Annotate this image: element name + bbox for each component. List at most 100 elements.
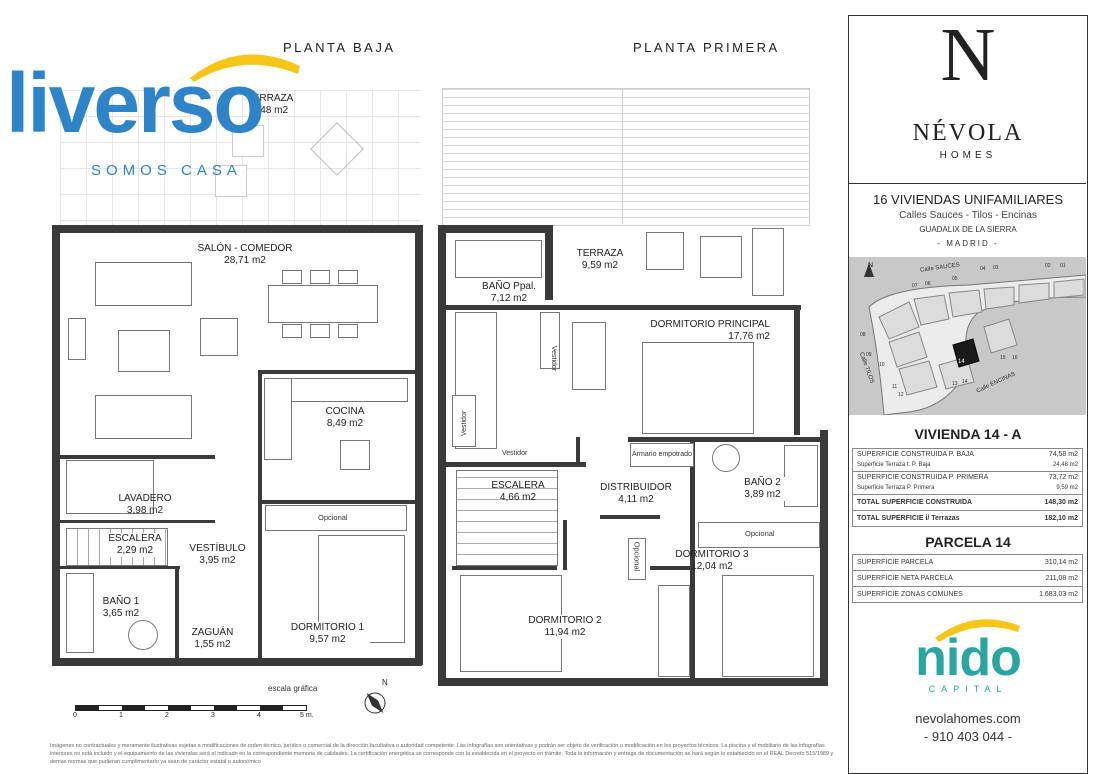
bathtub [455, 240, 542, 278]
room-name: BAÑO 1 [102, 596, 140, 607]
room-bano-1: BAÑO 1 3,65 m2 [95, 596, 147, 620]
wall [415, 225, 423, 665]
phone[interactable]: - 910 403 044 - [923, 729, 1013, 744]
highlight-lot: 14 [958, 359, 965, 365]
bed [722, 575, 814, 677]
room-name: DISTRIBUIDOR [600, 482, 672, 493]
room-zaguan: ZAGUÁN 1,55 m2 [185, 627, 240, 651]
optional-wardrobe [628, 538, 646, 580]
wall [690, 437, 695, 682]
chair [282, 324, 302, 338]
room-name: COCINA [325, 406, 365, 417]
site-map-drawing [864, 263, 1086, 415]
lot-number: 08 [860, 332, 866, 338]
room-area: 4,48 m2 [251, 105, 289, 116]
room-name: TERRAZA [246, 93, 294, 104]
scale-tick: 1 [119, 712, 123, 719]
wall [545, 225, 553, 300]
liverso-swoosh-icon [190, 54, 300, 82]
lot-number: 14 [962, 379, 968, 385]
project-streets: Calles Sauces - Tilos - Encinas [899, 210, 1037, 221]
terrace-chair [232, 125, 264, 157]
vivienda-title: VIVIENDA 14 - A [914, 426, 1022, 442]
toilet [712, 444, 740, 472]
wall [60, 566, 180, 569]
wall [175, 566, 179, 660]
map-north-label: N [868, 262, 874, 269]
project-title: 16 VIVIENDAS UNIFAMILIARES [872, 192, 1063, 207]
nido-swoosh-icon [935, 619, 1020, 642]
wall [258, 500, 262, 660]
row-label: Superficie Terraza P. Primera [857, 485, 935, 491]
wall [438, 225, 553, 233]
room-area: 28,71 m2 [224, 255, 266, 266]
room-area: 4,66 m2 [499, 492, 537, 503]
room-dormitorio-2: DORMITORIO 2 11,94 m2 [525, 615, 605, 639]
room-dormitorio-principal: DORMITORIO PRINCIPAL 17,76 m2 [640, 319, 770, 343]
wall [52, 225, 422, 233]
lot-number: 06 [925, 281, 931, 287]
wardrobe [452, 395, 476, 447]
room-escalera-pp: ESCALERA 4,66 m2 [488, 480, 548, 504]
lot-number: 16 [1012, 355, 1018, 361]
wall [52, 658, 422, 666]
room-name: DORMITORIO PRINCIPAL [650, 319, 770, 330]
scale-tick: 2 [165, 712, 169, 719]
double-bed [642, 342, 754, 434]
room-dormitorio-3: DORMITORIO 3 12,04 m2 [672, 549, 752, 573]
room-name: TERRAZA [576, 248, 624, 259]
website[interactable]: nevolahomes.com [915, 711, 1021, 726]
wall [258, 500, 418, 504]
wall [258, 370, 418, 374]
wall [446, 462, 586, 467]
legal-disclaimer: Imágenes no contractuales y meramente il… [50, 743, 834, 765]
wall [452, 566, 557, 570]
room-name: BAÑO 2 [744, 477, 781, 488]
desk [572, 322, 606, 390]
dining-table [268, 285, 378, 323]
divider [849, 183, 1086, 184]
ground-floor-title: PLANTA BAJA [283, 40, 396, 55]
sofa [95, 395, 192, 439]
terrace-chair [646, 232, 684, 270]
wall [258, 370, 262, 500]
room-area: 2,29 m2 [116, 545, 154, 556]
wall [576, 437, 580, 467]
laundry-counter [66, 460, 154, 514]
table-row: Superficie Terraza P. Primera 9,59 m2 [853, 483, 1082, 494]
nido-sub: CAPITAL [928, 684, 1008, 694]
shower [66, 573, 94, 653]
room-name: SALÓN - COMEDOR [197, 243, 293, 254]
wall [563, 520, 567, 570]
room-name: DORMITORIO 3 [675, 549, 749, 560]
room-name: BAÑO Ppal. [482, 281, 536, 292]
terrace-chair [700, 236, 742, 278]
lot-number: 11 [892, 384, 898, 390]
row-label: SUPERFICIE CONSTRUIDA P. PRIMERA [857, 474, 989, 481]
nevola-name: NÉVOLA [912, 120, 1024, 146]
room-area: 9,59 m2 [581, 260, 619, 271]
row-value: 9,59 m2 [1056, 485, 1078, 491]
room-distribuidor: DISTRIBUIDOR 4,11 m2 [596, 482, 676, 506]
chair [310, 324, 330, 338]
row-label: SUPERFICIE NETA PARCELA [857, 575, 953, 582]
room-area: 3,95 m2 [199, 555, 236, 566]
pergola [442, 88, 810, 226]
room-terraza-pb: TERRAZA 4,48 m2 [240, 93, 300, 117]
room-name: ESCALERA [108, 533, 162, 544]
room-name: ZAGUÁN [191, 627, 234, 638]
wall [60, 455, 215, 459]
room-area: 12,04 m2 [691, 561, 733, 572]
room-name: DORMITORIO 1 [290, 622, 365, 633]
lot-number: 03 [993, 265, 999, 271]
room-name: DORMITORIO 2 [528, 615, 602, 626]
sofa [95, 262, 192, 306]
